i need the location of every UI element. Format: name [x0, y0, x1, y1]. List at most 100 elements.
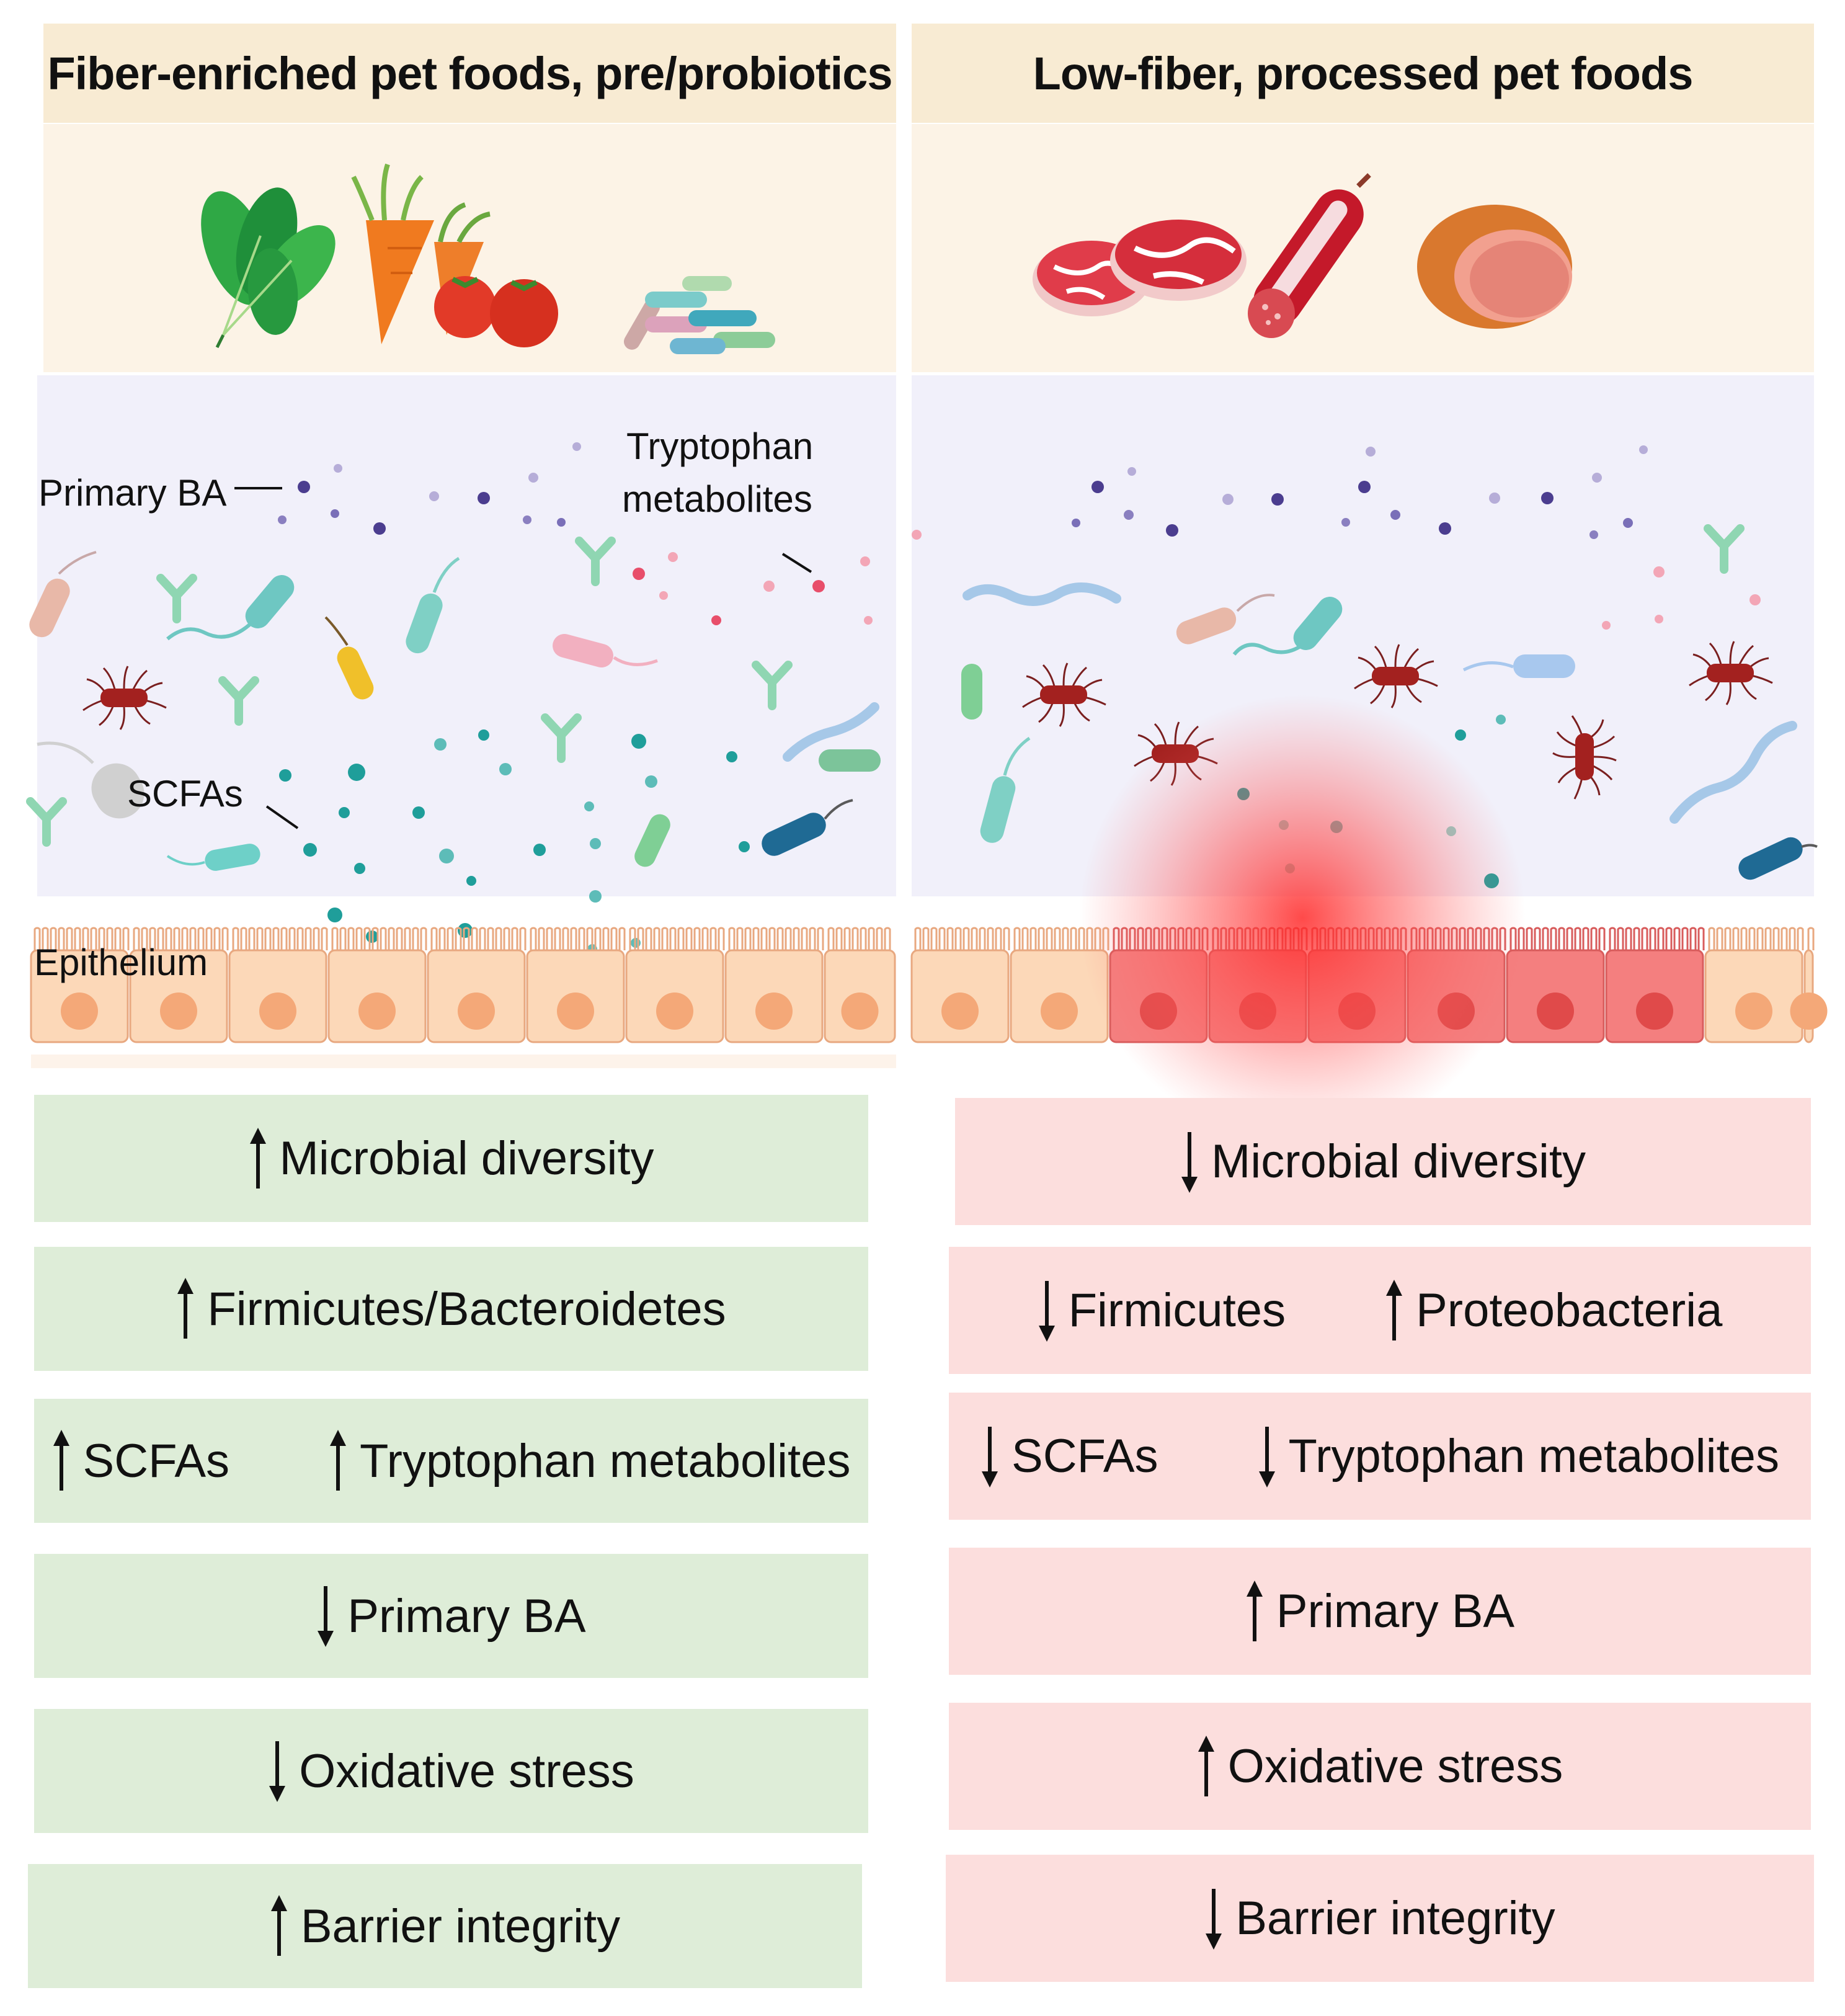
- effect-text: Microbial diversity: [1211, 1135, 1586, 1188]
- microvilli: [1807, 927, 1815, 950]
- down-arrow-icon: [1206, 1888, 1222, 1950]
- cell-nucleus: [458, 992, 495, 1030]
- effect-item: Firmicutes/Bacteroidetes: [176, 1278, 726, 1340]
- effect-text: Firmicutes: [1068, 1284, 1286, 1337]
- cell-nucleus: [259, 992, 296, 1030]
- cell-nucleus: [61, 992, 98, 1030]
- up-arrow-icon: [270, 1895, 287, 1956]
- effect-box: Primary BA: [34, 1554, 868, 1678]
- gut-illustration: Primary BA Tryptophan metabolites SCFAs: [0, 163, 1828, 1117]
- steak-icon: [1033, 220, 1247, 316]
- microvilli: [33, 927, 130, 950]
- bacteria-right: [961, 529, 1818, 880]
- spinach-icon: [201, 187, 336, 349]
- up-arrow-icon: [330, 1430, 347, 1491]
- effect-text: Tryptophan metabolites: [1288, 1430, 1779, 1483]
- effect-item: Proteobacteria: [1385, 1279, 1723, 1342]
- effect-text: Tryptophan metabolites: [360, 1434, 851, 1487]
- microvilli: [1609, 927, 1705, 950]
- left-panel-title: Fiber-enriched pet foods, pre/probiotics: [43, 24, 896, 123]
- tomato-icon: [434, 276, 558, 347]
- up-arrow-icon: [249, 1127, 266, 1189]
- salami-icon: [1248, 173, 1371, 338]
- microvilli: [331, 927, 427, 950]
- down-arrow-icon: [982, 1426, 998, 1487]
- effect-box: Firmicutes/Bacteroidetes: [34, 1247, 868, 1371]
- effect-box: Firmicutes Proteobacteria: [949, 1247, 1811, 1374]
- effect-item: Oxidative stress: [1197, 1735, 1563, 1798]
- microvilli: [430, 927, 527, 950]
- cell-nucleus: [160, 992, 197, 1030]
- effect-box: SCFAs Tryptophan metabolites: [949, 1393, 1811, 1520]
- effect-text: Oxidative stress: [1227, 1740, 1563, 1793]
- effect-item: SCFAs: [980, 1425, 1158, 1487]
- effect-item: Microbial diversity: [1180, 1131, 1586, 1193]
- effect-item: Barrier integrity: [270, 1895, 620, 1957]
- effect-text: SCFAs: [1011, 1430, 1158, 1483]
- effect-box: Microbial diversity: [34, 1095, 868, 1222]
- cell-nucleus: [1537, 992, 1574, 1030]
- effect-box: Microbial diversity: [955, 1098, 1811, 1225]
- effect-text: Oxidative stress: [299, 1744, 634, 1798]
- microvilli: [827, 927, 891, 950]
- effect-box: Oxidative stress: [949, 1703, 1811, 1830]
- effect-box: Primary BA: [949, 1548, 1811, 1675]
- microvilli: [1708, 927, 1804, 950]
- up-arrow-icon: [177, 1278, 194, 1339]
- effect-item: Microbial diversity: [249, 1127, 654, 1190]
- effect-box: Oxidative stress: [34, 1709, 868, 1833]
- effect-box: Barrier integrity: [28, 1864, 862, 1988]
- tryptophan-label-line2: metabolites: [622, 478, 812, 520]
- effect-item: Oxidative stress: [268, 1740, 634, 1802]
- effect-item: Firmicutes: [1038, 1280, 1286, 1342]
- microvilli: [629, 927, 725, 950]
- left-lumen: [37, 375, 896, 896]
- tryptophan-leader: [781, 553, 812, 573]
- cell-nucleus: [941, 992, 979, 1030]
- ham-icon: [1417, 205, 1572, 329]
- probiotic-capsules-icon: [624, 276, 775, 354]
- effect-item: SCFAs: [52, 1430, 229, 1492]
- down-arrow-icon: [1038, 1280, 1055, 1342]
- effect-box: Barrier integrity: [946, 1855, 1814, 1982]
- microvilli: [232, 927, 328, 950]
- microvilli: [914, 927, 1010, 950]
- down-arrow-icon: [269, 1741, 286, 1802]
- microvilli: [133, 927, 229, 950]
- effect-item: Tryptophan metabolites: [329, 1430, 850, 1492]
- tryptophan-dots-left: [633, 552, 873, 625]
- up-arrow-icon: [1198, 1735, 1214, 1796]
- right-panel-title: Low-fiber, processed pet foods: [912, 24, 1814, 123]
- down-arrow-icon: [1258, 1426, 1275, 1487]
- tryptophan-label-line1: Tryptophan: [626, 426, 813, 467]
- effect-text: Primary BA: [1276, 1585, 1515, 1638]
- cell-nucleus: [557, 992, 594, 1030]
- scfas-leader: [265, 805, 299, 829]
- effect-item: Tryptophan metabolites: [1258, 1425, 1779, 1487]
- down-arrow-icon: [1181, 1131, 1198, 1193]
- effect-text: Firmicutes/Bacteroidetes: [207, 1282, 726, 1336]
- up-arrow-icon: [1246, 1580, 1263, 1641]
- bile-acid-dots-right: [1072, 445, 1648, 539]
- down-arrow-icon: [318, 1586, 334, 1647]
- epithelium-left: [30, 927, 896, 1043]
- effect-item: Barrier integrity: [1204, 1888, 1555, 1950]
- up-arrow-icon: [1386, 1279, 1403, 1340]
- microvilli: [530, 927, 626, 950]
- microvilli: [728, 927, 824, 950]
- up-arrow-icon: [53, 1430, 69, 1491]
- primary-ba-label: Primary BA: [38, 472, 226, 514]
- effect-text: Primary BA: [347, 1589, 586, 1643]
- scfas-label: SCFAs: [127, 773, 243, 814]
- bacteria-left: [25, 541, 881, 871]
- cell-nucleus: [1790, 992, 1828, 1030]
- effect-box: SCFAs Tryptophan metabolites: [34, 1399, 868, 1523]
- cell-nucleus: [1636, 992, 1673, 1030]
- effect-text: Barrier integrity: [300, 1899, 621, 1953]
- effect-text: Proteobacteria: [1416, 1284, 1723, 1337]
- cell-nucleus: [656, 992, 693, 1030]
- inflammation-glow: [1079, 695, 1526, 1117]
- effect-item: Primary BA: [316, 1585, 586, 1647]
- cell-nucleus: [841, 992, 879, 1030]
- cell-nucleus: [1041, 992, 1078, 1030]
